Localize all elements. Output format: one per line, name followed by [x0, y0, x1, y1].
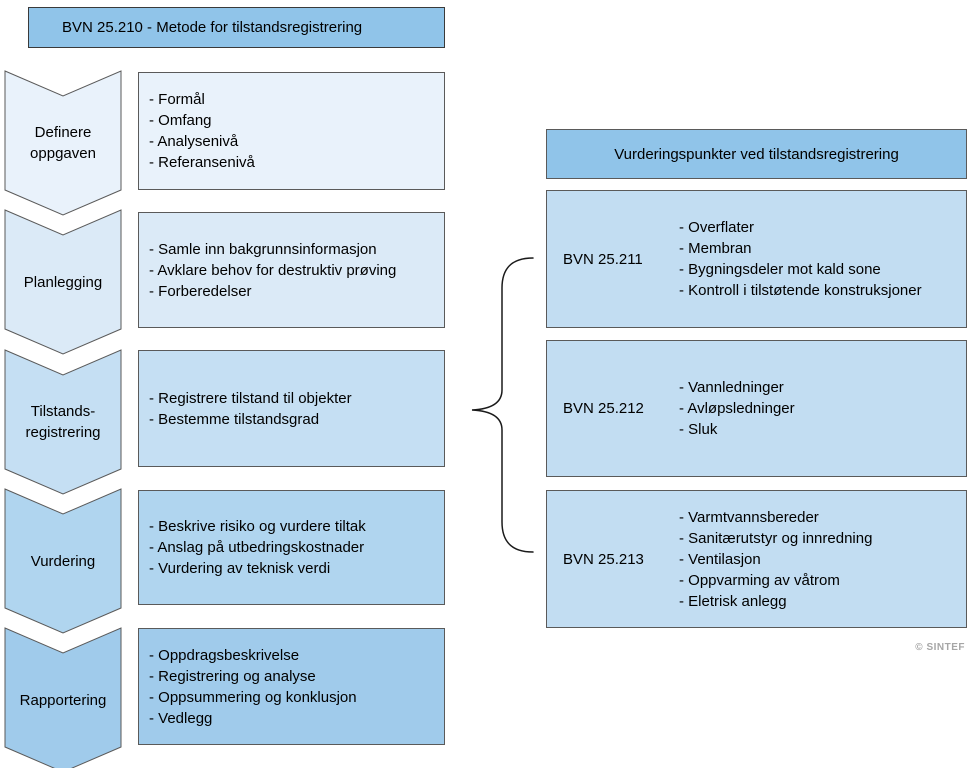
details-box-planlegging: - Samle inn bakgrunnsinformasjon - Avklar…	[138, 212, 445, 328]
assessment-item: - Ventilasjon	[679, 550, 761, 568]
bvn-25211-code: BVN 25.211	[563, 250, 643, 268]
right-panel-header: Vurderingspunkter ved tilstandsregistrer…	[614, 145, 899, 163]
detail-item: - Registrering og analyse	[149, 667, 316, 685]
assessment-item: - Sanitærutstyr og innredning	[679, 529, 873, 547]
assessment-item: - Avløpsledninger	[679, 400, 795, 417]
detail-item: - Registrere tilstand til objekter	[149, 389, 352, 407]
diagram-title: BVN 25.210 - Metode for tilstandsregistr…	[62, 19, 363, 36]
detail-item: - Oppsummering og konklusjon	[149, 688, 357, 706]
chevron-tilstandsregistrering	[4, 349, 122, 495]
bvn-25212-code: BVN 25.212	[563, 400, 644, 417]
detail-item: - Vedlegg	[149, 709, 213, 727]
detail-item: - Samle inn bakgrunnsinformasjon	[149, 240, 377, 258]
assessment-item: - Sluk	[679, 421, 718, 438]
detail-item: - Forberedelser	[149, 282, 252, 300]
detail-item: - Vurdering av teknisk verdi	[149, 560, 331, 577]
curly-brace-connector	[471, 257, 534, 553]
assessment-item: - Kontroll i tilstøtende konstruksjoner	[679, 282, 922, 299]
right-panel-header-box: Vurderingspunkter ved tilstandsregistrer…	[546, 129, 967, 179]
chevron-vurdering	[4, 488, 122, 634]
bvn-25212-box: BVN 25.212 - Vannledninger - Avløpslednin…	[546, 340, 967, 477]
step-label-planlegging: Planlegging	[23, 273, 103, 291]
assessment-item: - Bygningsdeler mot kald sone	[679, 261, 881, 278]
chevron-definere-oppgaven	[4, 70, 122, 216]
chevron-rapportering	[4, 627, 122, 768]
details-box-definere-oppgaven: - Formål - Omfang - Analysenivå - Referanse…	[138, 72, 445, 190]
step-label-definere-oppgaven: Definere oppgaven	[30, 124, 96, 162]
assessment-item: - Oppvarming av våtrom	[679, 571, 840, 589]
diagram-title-box: BVN 25.210 - Metode for tilstandsregistr…	[28, 7, 445, 48]
bvn-25211-box: BVN 25.211 - Overflater - Membran - Bygnin…	[546, 190, 967, 328]
bvn-25212-items: - Vannledninger - Avløpsledninger - Sluk	[679, 377, 795, 440]
step-label-rapportering: Rapportering	[19, 691, 107, 709]
chevron-planlegging	[4, 209, 122, 355]
detail-item: - Beskrive risiko og vurdere tiltak	[149, 518, 366, 535]
details-box-tilstandsregistrering: - Registrere tilstand til objekter - Best…	[138, 350, 445, 467]
bvn-25213-items: - Varmtvannsbereder - Sanitærutstyr og in…	[679, 507, 872, 612]
assessment-item: - Membran	[679, 240, 752, 257]
details-box-vurdering: - Beskrive risiko og vurdere tiltak - Ans…	[138, 490, 445, 605]
detail-item: - Avklare behov for destruktiv prøving	[149, 261, 397, 279]
detail-item: - Omfang	[149, 112, 212, 129]
bvn-25213-box: BVN 25.213 - Varmtvannsbereder - Sanitæru…	[546, 490, 967, 628]
assessment-item: - Vannledninger	[679, 379, 784, 396]
detail-item: - Referansenivå	[149, 154, 255, 171]
details-box-rapportering: - Oppdragsbeskrivelse - Registrering og a…	[138, 628, 445, 745]
step-label-tilstandsregistrering: Tilstands- registrering	[25, 403, 101, 441]
bvn-25213-code: BVN 25.213	[563, 550, 644, 568]
detail-item: - Formål	[149, 91, 205, 108]
bvn-25211-items: - Overflater - Membran - Bygningsdeler mot…	[679, 217, 922, 301]
assessment-item: - Varmtvannsbereder	[679, 508, 819, 526]
detail-item: - Anslag på utbedringskostnader	[149, 539, 365, 556]
assessment-item: - Overflater	[679, 219, 755, 236]
sintef-copyright: © SINTEF	[915, 642, 965, 653]
assessment-item: - Eletrisk anlegg	[679, 592, 787, 610]
detail-item: - Analysenivå	[149, 133, 239, 150]
detail-item: - Bestemme tilstandsgrad	[149, 410, 320, 428]
detail-item: - Oppdragsbeskrivelse	[149, 646, 300, 664]
step-label-vurdering: Vurdering	[30, 552, 96, 570]
